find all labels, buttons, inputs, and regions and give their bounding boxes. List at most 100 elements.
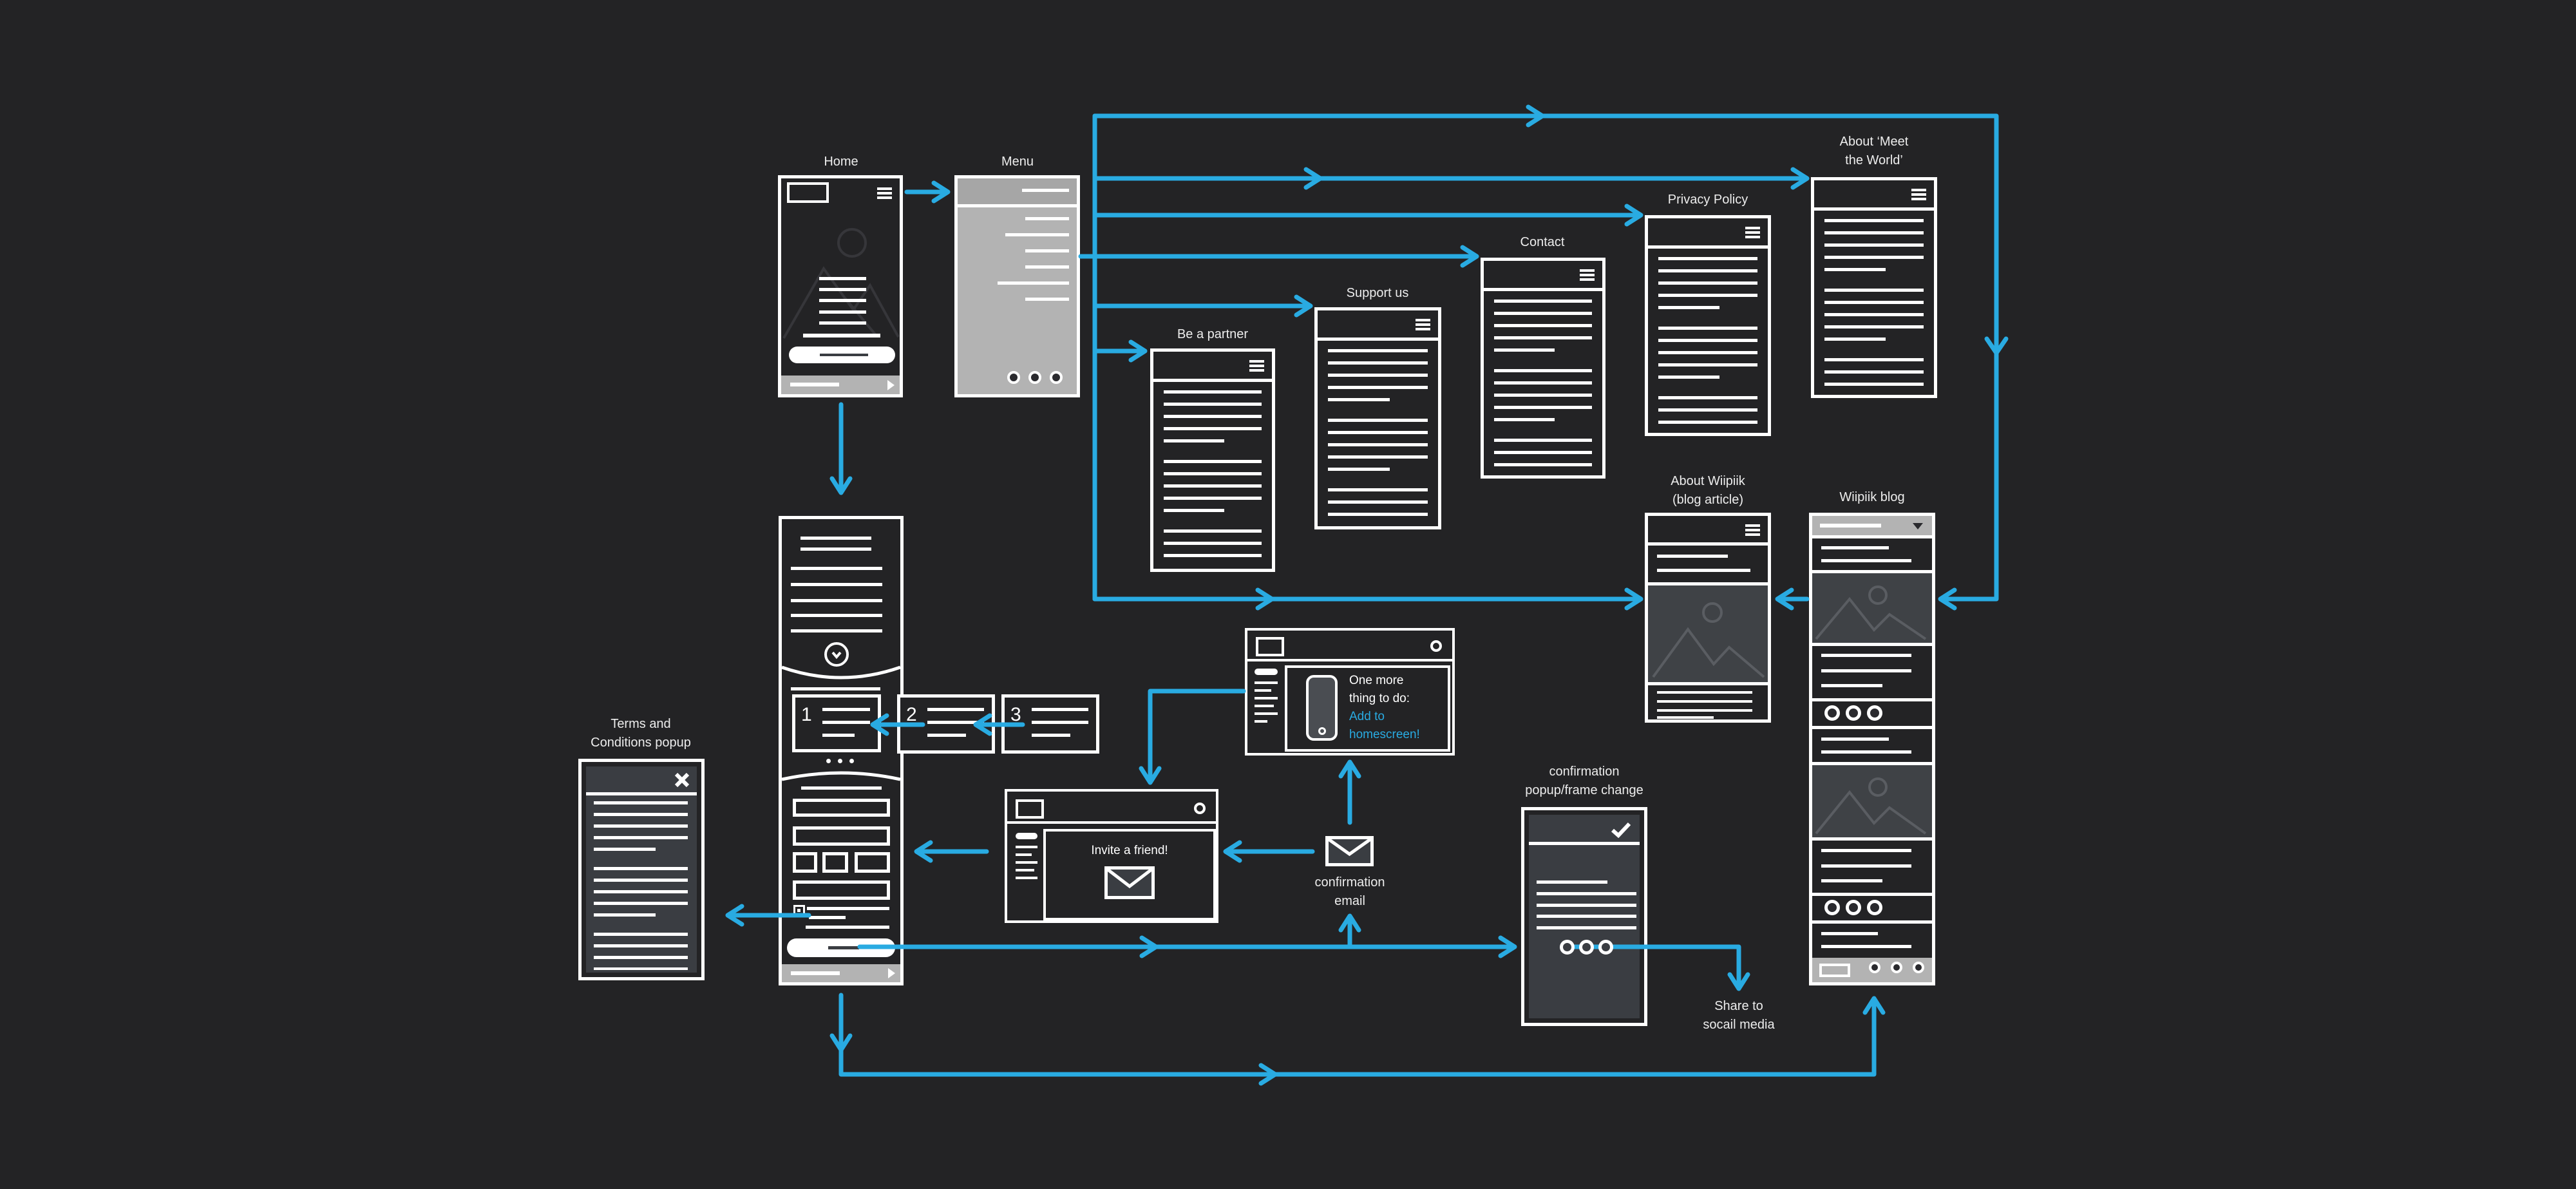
- play-arrow-icon: [888, 968, 895, 978]
- title-line: [1657, 555, 1728, 558]
- carousel-dots: [826, 759, 854, 763]
- text-line: [791, 687, 880, 690]
- text-line: [819, 299, 866, 302]
- label-support-us: Support us: [1346, 286, 1409, 300]
- article-text: [1824, 219, 1924, 391]
- content-block: [793, 826, 890, 846]
- menu-items: [967, 217, 1069, 314]
- arrow-blog-to-article: [1775, 587, 1810, 611]
- share-icon: [1560, 940, 1575, 955]
- arrow-addhome-to-invite: [1139, 689, 1246, 785]
- social-icon: [1007, 371, 1020, 384]
- close-icon: [674, 772, 690, 788]
- text-line: [1821, 864, 1911, 868]
- checkbox-line: [809, 916, 846, 919]
- text-line: [819, 288, 866, 291]
- screen-contact: [1481, 258, 1605, 479]
- hamburger-icon: [1416, 319, 1430, 332]
- checkbox-line: [807, 907, 889, 910]
- browser-tab: [1256, 637, 1284, 656]
- article-text: [1164, 390, 1262, 565]
- blog-footer: [1812, 958, 1932, 982]
- share-icon: [1846, 900, 1861, 915]
- carousel-frame-3: 3: [1001, 694, 1099, 754]
- text-line: [1821, 879, 1882, 882]
- email-envelope-icon: [1325, 836, 1374, 866]
- text-line: [1821, 669, 1911, 672]
- arrow-to-contact: [1078, 245, 1479, 268]
- hero-image-sketch: [782, 228, 900, 339]
- scroll-down-icon: [824, 642, 849, 667]
- article-text: [1658, 257, 1757, 429]
- hamburger-icon: [1745, 227, 1760, 240]
- address-bar: [1812, 516, 1932, 535]
- text-line: [1821, 932, 1878, 935]
- browser-content: Invite a friend!: [1043, 829, 1216, 920]
- screen-wiipiik-blog: [1809, 513, 1935, 985]
- addhome-text: One more thing to do: Add to homescreen!: [1349, 672, 1420, 744]
- heading-line: [800, 547, 871, 551]
- share-icon: [1846, 705, 1861, 721]
- arrow-home-down: [829, 402, 853, 495]
- article-text: [1328, 349, 1428, 522]
- arrow-to-about-mtw: [1092, 167, 1810, 190]
- button-label-line: [820, 354, 868, 356]
- screen-support-us: [1314, 307, 1441, 529]
- text-line: [791, 599, 882, 602]
- text-line: [1657, 691, 1752, 694]
- label-home: Home: [824, 155, 858, 169]
- social-icon: [1028, 371, 1041, 384]
- text-line: [1537, 892, 1636, 895]
- logo-placeholder: [787, 182, 829, 203]
- label-confirmation-email: confirmation email: [1314, 875, 1385, 908]
- addhome-link: homescreen!: [1349, 728, 1420, 741]
- text-line: [1657, 716, 1714, 719]
- text-line: [819, 277, 866, 280]
- browser-sidebar: [1016, 833, 1037, 884]
- arrow-to-privacy: [1092, 204, 1643, 227]
- screen-about-wiipiik: [1645, 513, 1771, 723]
- arrow-to-blog-article: [1092, 587, 1643, 611]
- content-block: [793, 880, 890, 900]
- label-confirmation-popup: confirmation popup/frame change: [1525, 765, 1643, 797]
- text-line: [791, 567, 882, 570]
- terms-checkbox: [793, 905, 805, 917]
- arrow-home-to-menu: [904, 180, 951, 204]
- share-icon: [1598, 940, 1613, 955]
- label-contact: Contact: [1520, 235, 1565, 249]
- hamburger-icon: [1580, 269, 1595, 283]
- post-image-placeholder: [1812, 573, 1932, 643]
- carousel-frame-1: 1: [792, 694, 881, 752]
- text-line: [806, 926, 889, 929]
- hamburger-icon: [1911, 189, 1926, 202]
- text-line: [1821, 654, 1911, 657]
- browser-sidebar: [1255, 669, 1278, 728]
- footer-social-icon: [1913, 962, 1924, 973]
- screen-be-a-partner: [1150, 348, 1275, 572]
- content-block: [793, 799, 890, 817]
- arrow-email-to-invite: [1223, 840, 1315, 863]
- dropdown-icon: [1913, 523, 1923, 529]
- text-line: [1657, 709, 1752, 712]
- text-line: [791, 629, 882, 633]
- screen-about-mtw: [1811, 177, 1937, 398]
- content-block-small: [793, 852, 817, 873]
- menu-header-line: [1022, 189, 1069, 192]
- invite-title: Invite a friend!: [1091, 844, 1168, 857]
- text-line: [1537, 880, 1607, 884]
- text-line: [791, 614, 882, 617]
- screen-main-page: 1: [779, 516, 904, 985]
- label-terms-popup: Terms and Conditions popup: [591, 717, 691, 750]
- social-icon: [1050, 371, 1063, 384]
- text-line: [1537, 904, 1636, 907]
- share-icon: [1867, 900, 1882, 915]
- text-line: [801, 786, 882, 790]
- bottom-bar: [782, 964, 900, 982]
- label-privacy-policy: Privacy Policy: [1667, 193, 1748, 207]
- browser-tab: [1016, 799, 1044, 819]
- post-title-line: [1821, 737, 1889, 741]
- section-wave: [782, 764, 900, 782]
- arrow-line-to-email: [1338, 913, 1361, 949]
- screen-home: [778, 175, 903, 397]
- label-menu: Menu: [1001, 155, 1034, 169]
